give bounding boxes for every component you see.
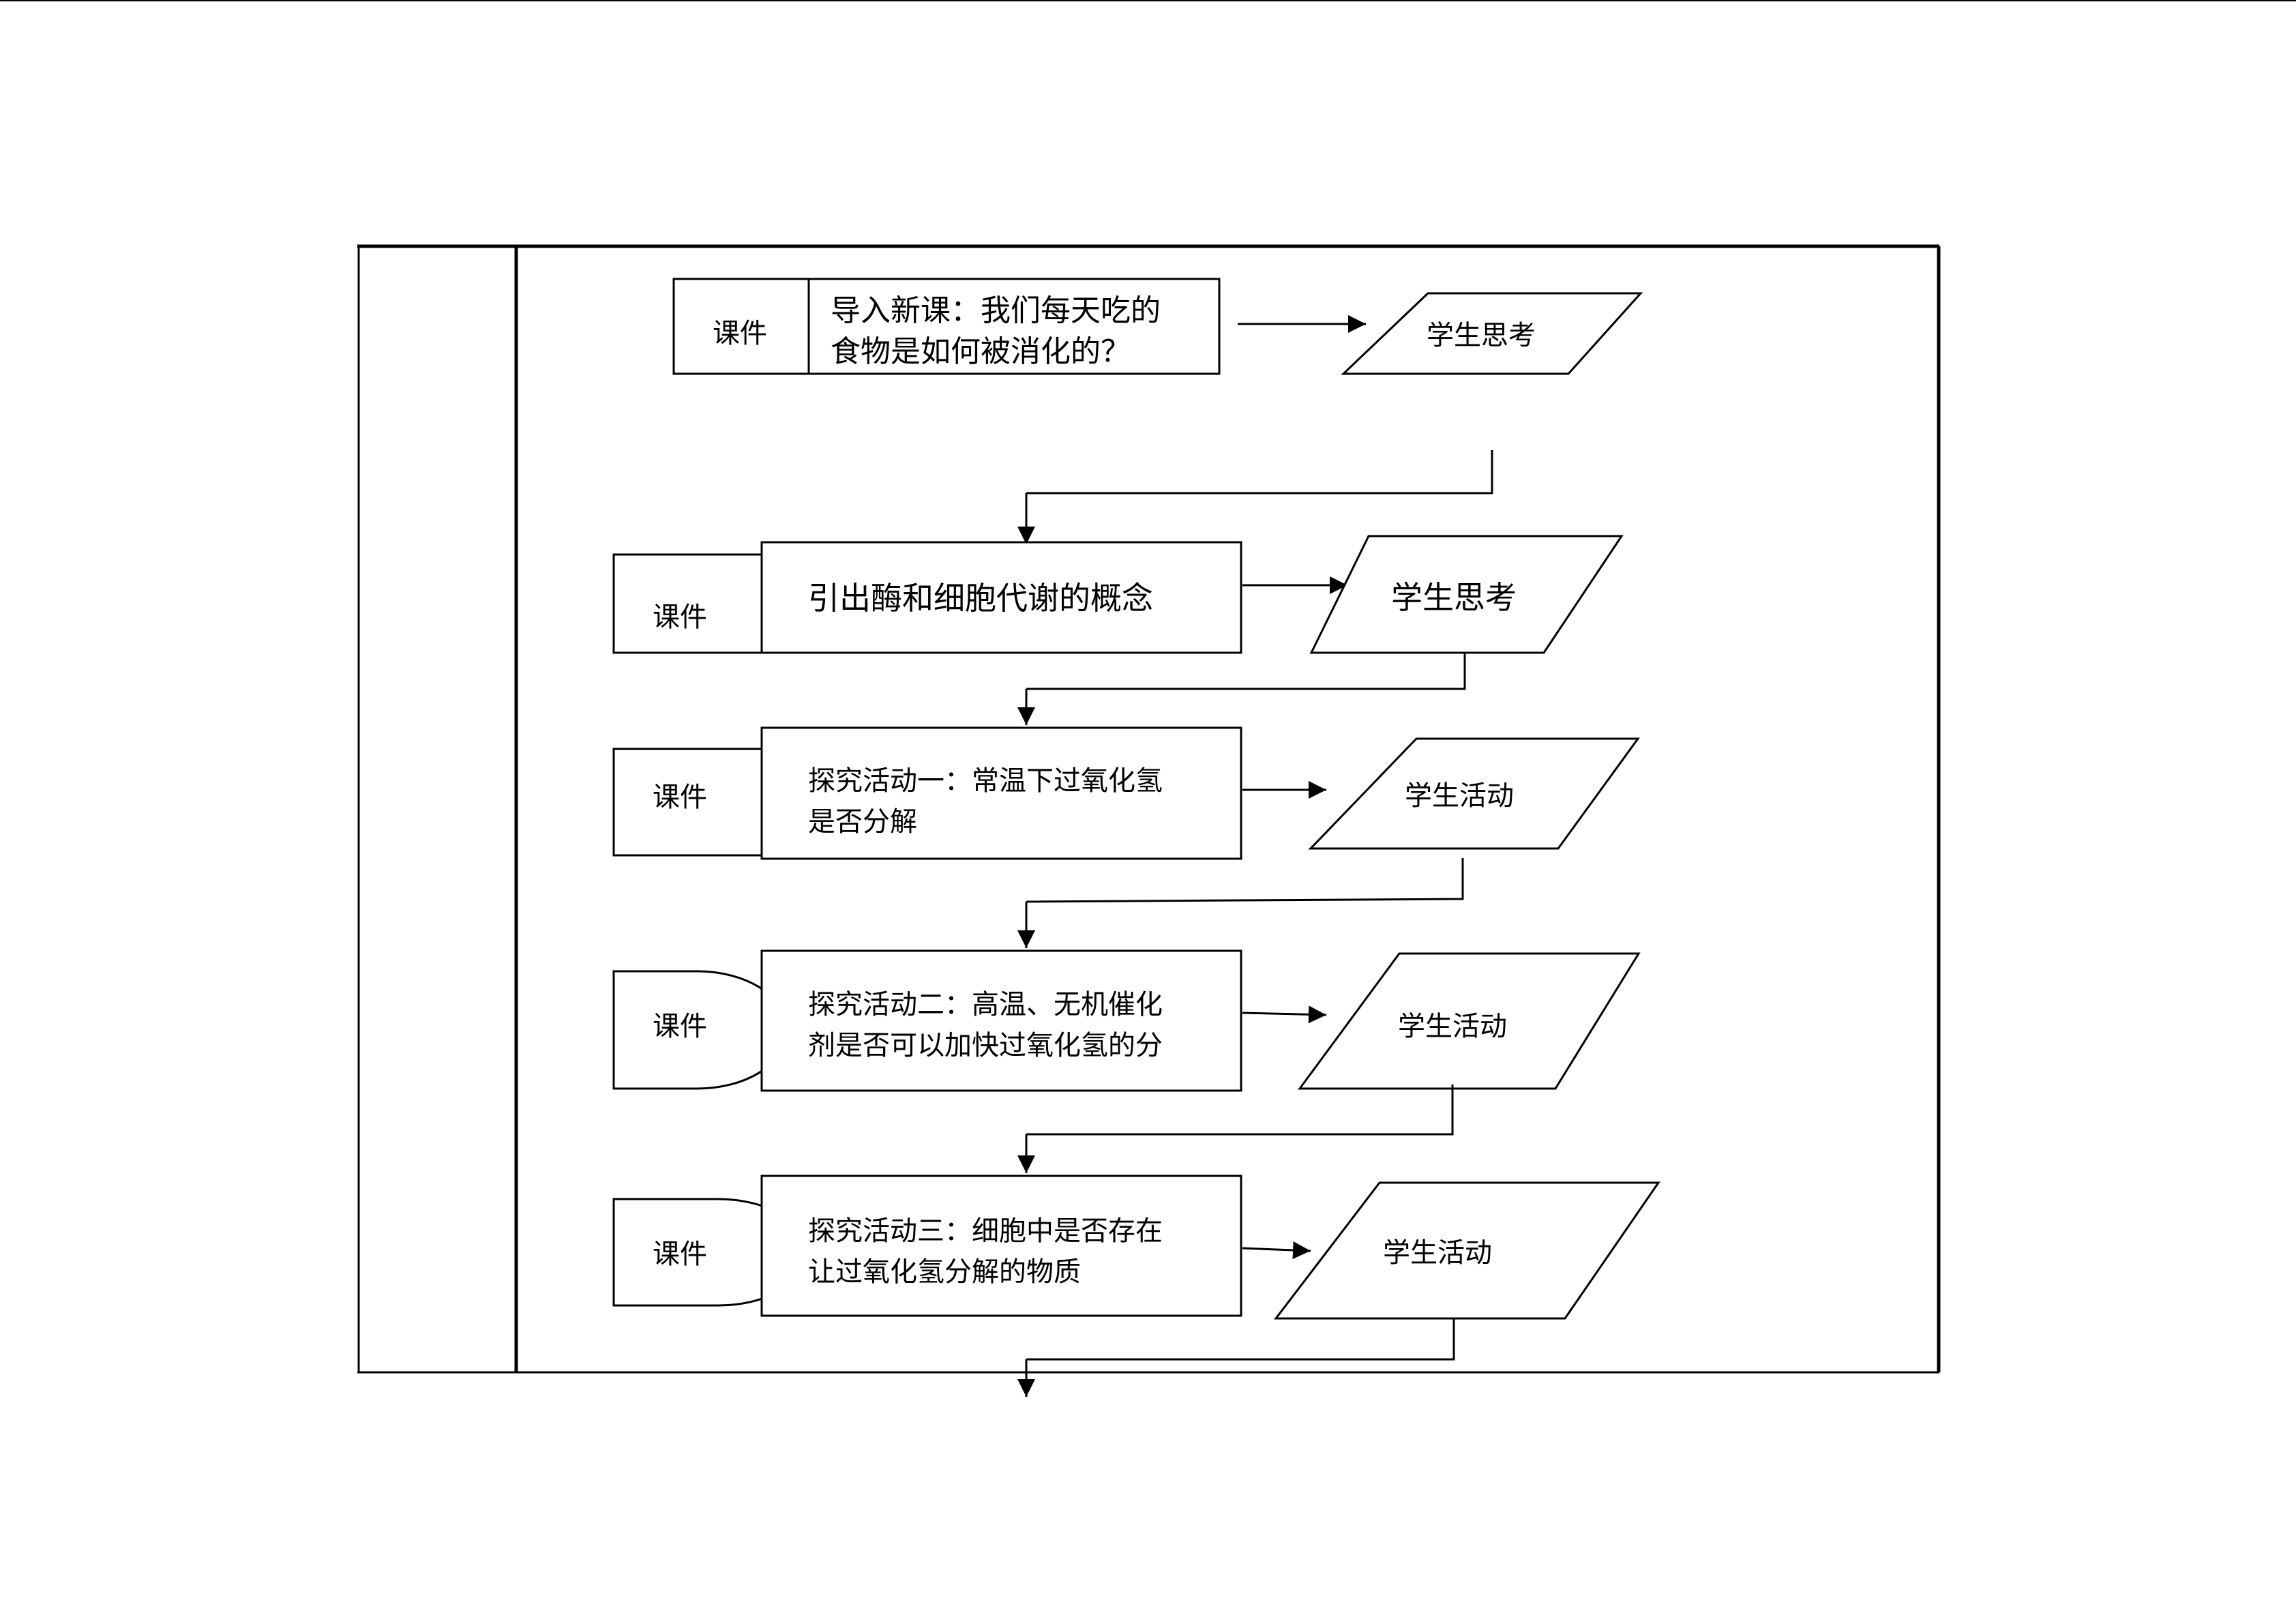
- process-box: [760, 726, 1242, 860]
- arrow-right: [1242, 1241, 1311, 1259]
- student-label: 学生活动: [1383, 1237, 1492, 1269]
- connector-5-next: [1017, 1318, 1455, 1397]
- process-box: [760, 1175, 1242, 1317]
- arrow-right: [1242, 1005, 1327, 1024]
- flow-row-2: 课件 引出酶和细胞代谢的概念 学生思考: [612, 535, 1624, 654]
- student-label: 学生活动: [1405, 780, 1514, 812]
- process-box: [760, 949, 1242, 1092]
- media-label: 课件: [713, 318, 767, 349]
- connector-2-3: [1017, 653, 1466, 725]
- process-text-line-1: 引出酶和细胞代谢的概念: [808, 580, 1153, 617]
- student-label: 学生思考: [1427, 320, 1536, 351]
- flow-row-4: 课件 探究活动二：高温、无机催化 剂是否可以加快过氧化氢的分 学生活动: [612, 949, 1641, 1092]
- media-label: 课件: [653, 602, 707, 633]
- media-label: 课件: [653, 782, 707, 813]
- process-text-line-1: 探究活动三：细胞中是否存在: [808, 1215, 1163, 1247]
- student-parallelogram: [1273, 1181, 1660, 1320]
- process-text-line-1: 探究活动二：高温、无机催化: [808, 989, 1163, 1020]
- process-text-line-2: 是否分解: [808, 806, 917, 838]
- student-parallelogram: [1309, 535, 1624, 654]
- process-text-line-2: 食物是如何被消化的？: [831, 334, 1131, 369]
- process-text-line-1: 探究活动一：常温下过氧化氢: [808, 765, 1163, 797]
- connector-1-2: [1017, 450, 1493, 544]
- flow-row-3: 课件 探究活动一：常温下过氧化氢 是否分解 学生活动: [612, 726, 1640, 860]
- table-frame: [357, 244, 1941, 1374]
- connector-4-5: [1017, 1084, 1454, 1173]
- flow-row-1: 课件 导入新课：我们每天吃的 食物是如何被消化的？ 学生思考: [672, 278, 1643, 375]
- process-text-line-1: 导入新课：我们每天吃的: [831, 293, 1161, 328]
- media-label: 课件: [653, 1011, 707, 1042]
- student-label: 学生活动: [1398, 1011, 1507, 1042]
- process-box: [807, 278, 1221, 375]
- student-parallelogram: [1298, 952, 1641, 1090]
- flow-row-5: 课件 探究活动三：细胞中是否存在 让过氧化氢分解的物质 学生活动: [612, 1175, 1660, 1320]
- process-text-line-2: 让过氧化氢分解的物质: [808, 1256, 1081, 1288]
- student-parallelogram: [1308, 737, 1640, 850]
- media-label: 课件: [653, 1239, 707, 1270]
- connector-3-4: [1017, 858, 1464, 948]
- process-text-line-2: 剂是否可以加快过氧化氢的分: [808, 1030, 1163, 1061]
- student-parallelogram: [1341, 292, 1643, 375]
- process-box: [760, 541, 1242, 654]
- student-label: 学生思考: [1391, 579, 1517, 616]
